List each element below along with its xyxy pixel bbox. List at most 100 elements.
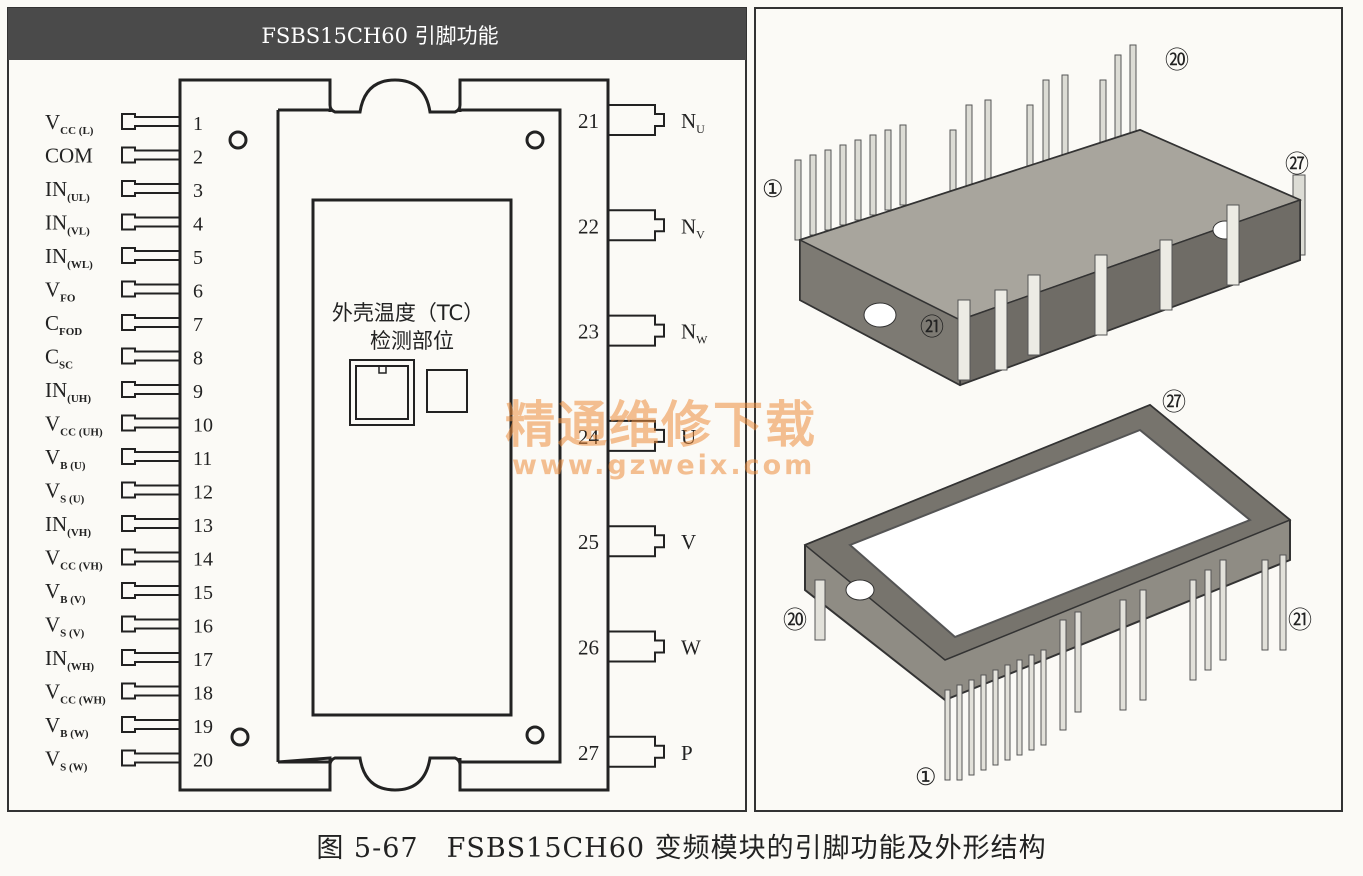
- pin-marker-21-bottom: ㉑: [1288, 606, 1312, 634]
- pin-label: W: [681, 636, 701, 660]
- pin-number: 21: [578, 109, 599, 133]
- pin-label: IN(WH): [45, 646, 94, 673]
- module-photo-bottom: ㉗ ⑳ ㉑ ①: [783, 388, 1312, 791]
- pin-number: 8: [193, 348, 203, 370]
- pin-number: 13: [193, 515, 213, 537]
- mounting-hole-icon: [525, 725, 545, 745]
- pin-label: CFOD: [45, 311, 82, 338]
- package-outline: [178, 78, 610, 792]
- pin-marker-21-top: ㉑: [920, 313, 944, 341]
- pin-label: IN(VH): [45, 512, 91, 539]
- watermark-url: www.gzweix.com: [512, 450, 816, 481]
- pinout-panel-frame: [7, 7, 747, 812]
- pin-label: NU: [681, 109, 705, 136]
- right-pin-21: 21 NU: [578, 104, 705, 136]
- pin-label: IN(UL): [45, 177, 90, 204]
- pin-lead: [608, 314, 665, 347]
- photo-panel: ⑳ ① ㉗ ㉑ ㉗ ⑳ ㉑ ①: [754, 7, 1343, 812]
- pin-lead: [121, 448, 180, 465]
- pin-number: 4: [193, 214, 203, 236]
- pin-label: NV: [681, 214, 705, 241]
- pin-marker-1-top: ①: [762, 175, 784, 203]
- pin-label: VB (W): [45, 713, 89, 740]
- pin-number: 12: [193, 482, 213, 504]
- module-photo-top: ⑳ ① ㉗ ㉑: [762, 44, 1309, 387]
- watermark-text: 精通维修下载: [505, 396, 817, 454]
- pin-label: VFO: [45, 278, 76, 305]
- pin-number: 14: [193, 549, 213, 571]
- pin-lead: [121, 481, 180, 499]
- pin-lead: [608, 525, 665, 558]
- pin-marker-20-bottom: ⑳: [783, 606, 807, 634]
- pin-lead: [608, 419, 665, 452]
- pin-lead: [608, 735, 665, 768]
- right-pin-26: 26 W: [578, 630, 701, 663]
- pin-lead: [121, 314, 180, 331]
- mounting-hole-icon: [230, 727, 250, 747]
- pin-number: 23: [578, 320, 599, 344]
- pin-lead: [121, 213, 180, 231]
- pin-lead: [121, 548, 180, 566]
- pin-number: 27: [578, 741, 599, 765]
- pin-label: VS (V): [45, 613, 85, 640]
- pin-number: 24: [578, 425, 600, 449]
- mounting-hole-icon: [525, 130, 545, 150]
- die-rectangle: [311, 198, 513, 717]
- pin-label: IN(UH): [45, 378, 91, 405]
- pin-lead: [121, 113, 180, 130]
- package-inner-outline: [276, 108, 562, 764]
- top-module-pins: [794, 44, 1306, 256]
- right-pin-22: 22 NV: [578, 209, 705, 241]
- pin-lead: [121, 247, 180, 264]
- pin-lead: [121, 682, 180, 700]
- right-pin-25: 25 V: [578, 525, 696, 558]
- pin-lead: [121, 716, 180, 733]
- pin-number: 25: [578, 530, 599, 554]
- left-pin-8: 8 CSC: [45, 345, 203, 372]
- pin-marker-27-top: ㉗: [1285, 150, 1309, 178]
- pin-lead: [608, 104, 665, 136]
- pin-lead: [121, 615, 180, 633]
- pin-marker-20-top: ⑳: [1165, 46, 1189, 74]
- left-pin-7: 7 CFOD: [45, 311, 203, 338]
- left-pin-13: 13 IN(VH): [45, 512, 213, 539]
- figure-caption: 图 5-67 FSBS15CH60 变频模块的引脚功能及外形结构: [316, 833, 1047, 864]
- pin-label: VCC (VH): [45, 546, 103, 573]
- pin-number: 20: [193, 750, 213, 772]
- left-pin-17: 17 IN(WH): [45, 646, 213, 673]
- pin-number: 9: [193, 381, 203, 403]
- pin-lead: [121, 649, 180, 666]
- left-pin-3: 3IN(UL): [45, 177, 203, 204]
- pin-lead: [121, 347, 180, 365]
- pin-number: 10: [193, 415, 213, 437]
- pin-marker-27-bottom: ㉗: [1162, 388, 1186, 416]
- pin-number: 26: [578, 636, 599, 660]
- sensor-label-line1: 外壳温度（TC）: [332, 301, 484, 325]
- pin-number: 17: [193, 649, 213, 671]
- pin-number: 11: [193, 448, 212, 470]
- pin-label: VB (V): [45, 579, 86, 606]
- pin-label: VB (U): [45, 445, 86, 472]
- pin-number: 22: [578, 214, 599, 238]
- pin-lead: [121, 414, 180, 432]
- temperature-sensor-outer: [349, 359, 415, 426]
- sensor-label-line2: 检测部位: [370, 329, 454, 353]
- left-pin-11: 11 VB (U): [45, 445, 212, 472]
- sensor-dot: [378, 365, 387, 374]
- pin-label: V: [681, 530, 696, 554]
- pin-lead: [121, 515, 180, 532]
- pin-label: CSC: [45, 345, 73, 372]
- pin-label: VCC (UH): [45, 412, 103, 439]
- pin-lead: [121, 749, 180, 767]
- pin-number: 7: [193, 314, 203, 336]
- left-pin-14: 14 VCC (VH): [45, 546, 213, 573]
